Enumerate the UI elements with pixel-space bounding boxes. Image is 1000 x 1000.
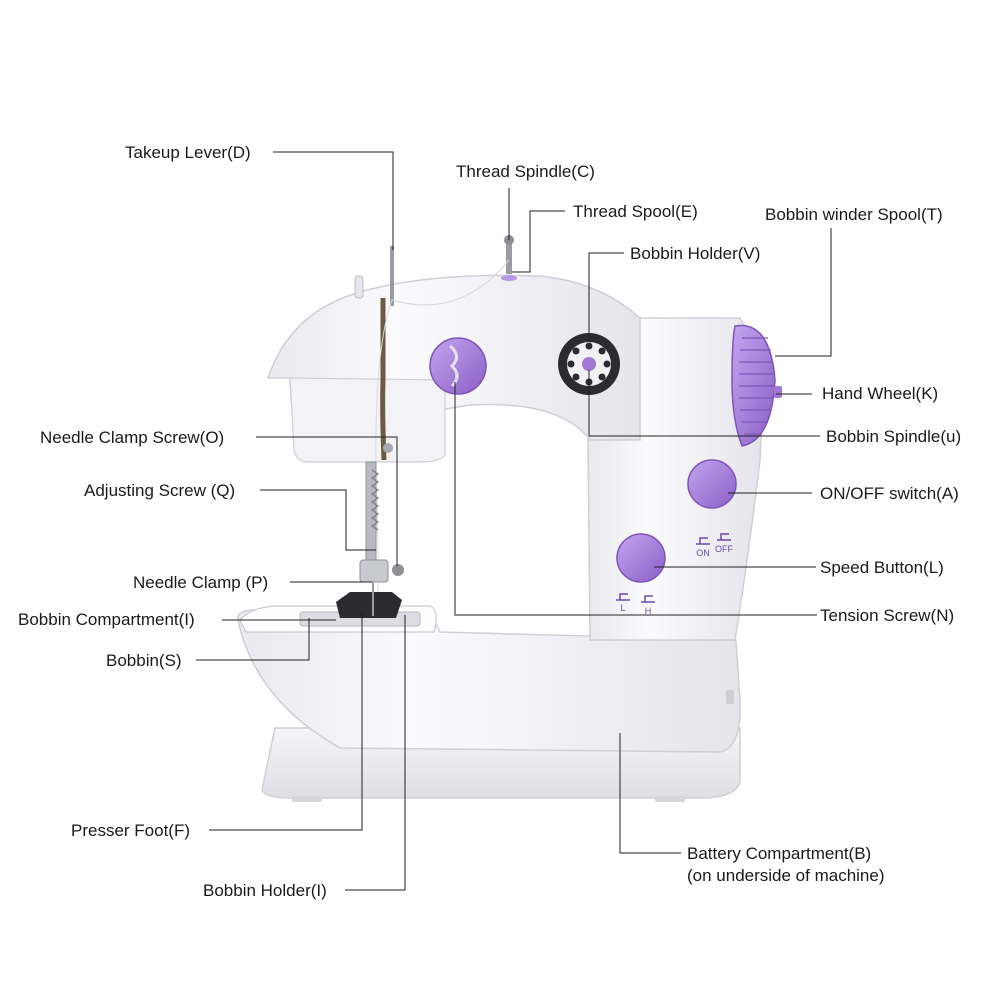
- label-needle-clamp-screw: Needle Clamp Screw(O): [40, 428, 224, 447]
- tension-screw-knob: [429, 337, 487, 395]
- high-marking: H: [645, 606, 652, 616]
- needle: [372, 582, 374, 616]
- label-bobbin-compartment: Bobbin Compartment(I): [18, 610, 195, 629]
- needle-clamp-block: [359, 559, 389, 583]
- label-bobbin: Bobbin(S): [106, 651, 182, 670]
- needle-clamp-screw-top: [383, 443, 393, 453]
- low-marking: L: [620, 603, 625, 613]
- label-hand-wheel: Hand Wheel(K): [822, 384, 938, 403]
- label-takeup-lever: Takeup Lever(D): [125, 143, 251, 162]
- leader-needle-clamp-screw: [256, 436, 398, 566]
- label-bobbin-spindle: Bobbin Spindle(u): [826, 427, 961, 446]
- tension-knob-groove: [448, 344, 459, 388]
- machine-lower-bed: [237, 607, 741, 753]
- off-marking: OFF: [715, 544, 733, 554]
- side-socket: [726, 690, 734, 704]
- takeup-slot: [380, 298, 387, 461]
- label-battery-compartment-note: (on underside of machine): [687, 866, 885, 885]
- thread-guide-pin: [354, 275, 364, 299]
- thread-spindle-pin: [506, 240, 512, 274]
- leader-bobbin-spindle: [588, 370, 820, 437]
- label-tension-screw: Tension Screw(N): [820, 606, 954, 625]
- label-battery-compartment: Battery Compartment(B): [687, 844, 871, 863]
- speed-button: [616, 533, 666, 583]
- leader-tension-screw: [454, 382, 817, 616]
- off-foot-icon: [717, 533, 731, 541]
- label-bobbin-holder-i: Bobbin Holder(I): [203, 881, 327, 900]
- part-labels: Takeup Lever(D) Thread Spindle(C) Thread…: [18, 143, 961, 900]
- sewing-machine-illustration: ON OFF L H: [237, 235, 782, 802]
- label-speed-button: Speed Button(L): [820, 558, 944, 577]
- needle-clamp-screw-head: [392, 564, 404, 576]
- bobbin-winder-nub: [774, 386, 782, 398]
- takeup-lever-bar: [390, 246, 394, 306]
- label-presser-foot: Presser Foot(F): [71, 821, 190, 840]
- leader-bobbin-holder-v: [588, 252, 624, 333]
- machine-head: [289, 377, 446, 463]
- label-adjusting-screw: Adjusting Screw (Q): [84, 481, 235, 500]
- leader-bobbin-winder-spool: [775, 228, 832, 357]
- leader-adjusting-screw: [260, 489, 376, 551]
- machine-foot-right: [655, 796, 685, 802]
- label-on-off-switch: ON/OFF switch(A): [820, 484, 959, 503]
- machine-foot-left: [292, 796, 322, 802]
- on-foot-icon: [696, 537, 710, 545]
- label-thread-spool: Thread Spool(E): [573, 202, 698, 221]
- leader-bobbin-holder-i: [345, 615, 406, 891]
- thread-spindle-base: [501, 275, 517, 281]
- leader-lines: [196, 151, 832, 891]
- on-marking: ON: [696, 548, 710, 558]
- label-bobbin-holder-v: Bobbin Holder(V): [630, 244, 760, 263]
- hand-wheel-ridges: [739, 337, 774, 435]
- low-foot-icon: [616, 593, 630, 601]
- leader-battery-compartment: [619, 733, 681, 854]
- bobbin-spindle-center: [582, 357, 596, 371]
- leader-takeup-lever: [273, 151, 394, 250]
- high-foot-icon: [641, 595, 655, 603]
- presser-spring: [370, 469, 380, 531]
- label-bobbin-winder-spool: Bobbin winder Spool(T): [765, 205, 943, 224]
- on-off-button: [687, 459, 737, 509]
- label-thread-spindle: Thread Spindle(C): [456, 162, 595, 181]
- leader-thread-spool: [512, 210, 565, 273]
- label-needle-clamp: Needle Clamp (P): [133, 573, 268, 592]
- leader-presser-foot: [209, 612, 363, 831]
- presser-foot-shape: [336, 592, 402, 618]
- leader-bobbin: [196, 618, 310, 661]
